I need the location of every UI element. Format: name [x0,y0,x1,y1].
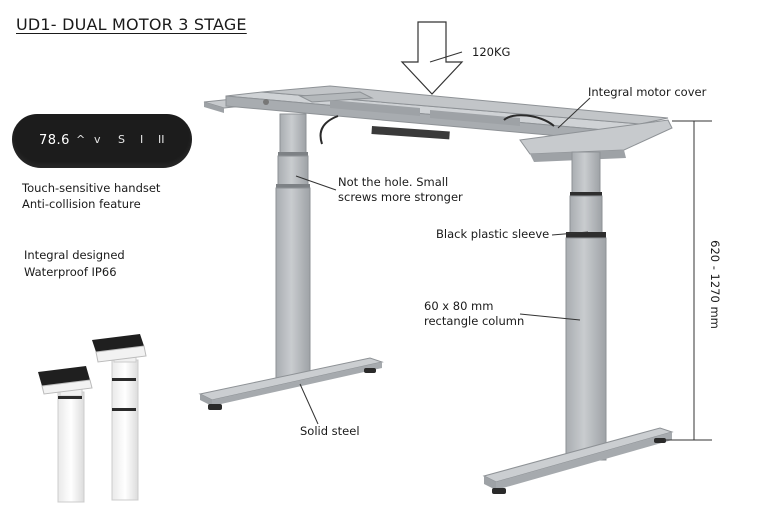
memory-s-icon: S [118,133,125,146]
column-label-line1: 60 x 80 mm [424,299,494,313]
handset-image [12,114,192,168]
right-column [565,151,607,461]
up-arrow-icon: ^ [76,133,86,146]
right-foot [482,427,674,494]
column-label-line2: rectangle column [424,314,525,328]
screws-label-line1: Not the hole. Small [338,175,449,189]
feature-handset-line2: Anti-collision feature [22,197,141,211]
feature-design-line2: Waterproof IP66 [24,265,117,279]
load-arrow-icon [400,21,464,95]
sleeve-label: Black plastic sleeve [436,227,550,241]
top-frame [203,85,673,162]
feature-design-line1: Integral designed [24,248,125,262]
page-title: UD1- DUAL MOTOR 3 STAGE [16,15,247,34]
height-dimension [664,120,712,441]
feature-handset-line1: Touch-sensitive handset [22,181,161,195]
load-capacity-label: 120KG [472,45,511,59]
white-legs-image [38,334,147,503]
memory-1-icon: I [140,133,144,146]
callout-leaders [295,51,591,425]
height-range-label: 620 - 1270 mm [707,240,722,329]
motor-cover-label: Integral motor cover [588,85,707,99]
screws-label-line2: screws more stronger [338,190,463,204]
steel-label: Solid steel [300,424,360,438]
down-arrow-icon: v [94,133,101,146]
handset-display: 78.6 [39,133,70,148]
motor-cable [319,115,339,145]
left-foot [198,357,384,410]
left-column [275,113,311,383]
memory-2-icon: II [158,133,165,146]
